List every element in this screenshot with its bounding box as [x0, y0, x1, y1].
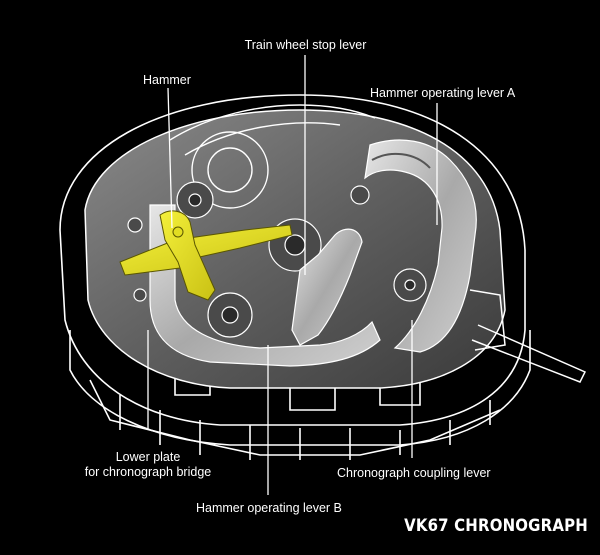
label-hammer-operating-lever-a: Hammer operating lever A — [370, 86, 516, 100]
label-lower-plate: Lower plate for chronograph bridge — [78, 450, 218, 480]
label-hammer: Hammer — [143, 73, 191, 87]
label-chronograph-coupling-lever: Chronograph coupling lever — [337, 466, 491, 480]
leader-lines — [147, 55, 438, 495]
label-hammer-operating-lever-b: Hammer operating lever B — [196, 501, 342, 515]
label-lower-plate-line2: for chronograph bridge — [84, 465, 212, 479]
crown-stem — [469, 289, 587, 383]
hammer-shape — [119, 210, 293, 301]
train-wheel-stop-lever-shape — [291, 228, 363, 346]
hammer-operating-lever-a-shape — [364, 139, 477, 353]
label-lower-plate-line1: Lower plate — [115, 450, 181, 464]
case-wireframe — [59, 94, 531, 460]
diagram-title: VK67 CHRONOGRAPH — [404, 516, 588, 536]
gear-details — [127, 181, 467, 338]
label-train-wheel-stop-lever: Train wheel stop lever — [244, 38, 367, 52]
